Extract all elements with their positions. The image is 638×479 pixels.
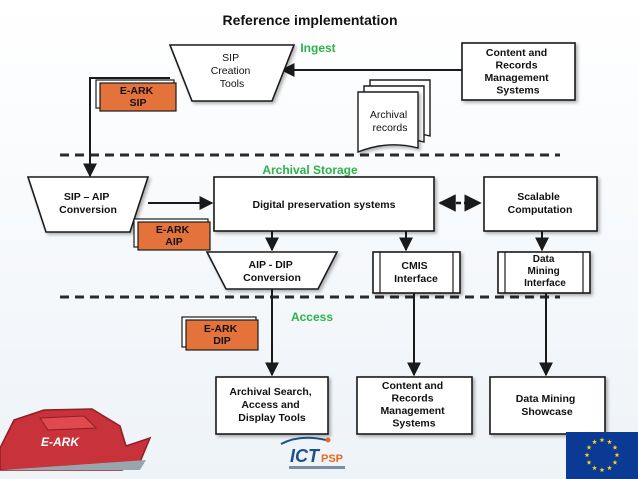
node-archival-search: Archival Search, Access and Display Tool…: [215, 376, 329, 435]
section-label-access: Access: [291, 310, 333, 324]
node-data-mining-interface: Data Mining Interface: [497, 251, 591, 294]
svg-text:Content and Records: Content and Records Management Systems: [484, 47, 551, 97]
node-label-line: Computation: [508, 204, 573, 216]
svg-text:E-ARK DIP: E-ARK DIP: [204, 323, 240, 347]
node-label-line: SIP – AIP: [64, 191, 110, 203]
node-sip-aip-conversion: SIP – AIP Conversion: [26, 176, 150, 233]
node-label-line: Content and: [486, 47, 547, 59]
node-label-line: Showcase: [521, 406, 573, 418]
svg-text:E-ARK SIP: E-ARK SIP: [120, 85, 156, 109]
diagram-title: Reference implementation: [222, 12, 397, 28]
ict-logo-suffix: PSP: [321, 453, 343, 465]
package-eark-aip: E-ARK AIP: [133, 218, 211, 251]
node-label-line: Conversion: [243, 272, 301, 284]
eu-star-icon: [612, 444, 618, 450]
eu-star-icon: [607, 439, 612, 445]
package-eark-dip: E-ARK DIP: [181, 316, 259, 351]
svg-text:Archival records: Archival records: [370, 109, 410, 134]
node-label-line: Interface: [524, 278, 566, 289]
package-eark-sip: E-ARK SIP: [95, 79, 177, 112]
eu-star-icon: [592, 465, 597, 471]
svg-text:Archival Search, Access: Archival Search, Access and Display Tool…: [229, 386, 314, 424]
node-label-line: AIP - DIP: [249, 259, 293, 271]
svg-text:Data Mining Showcase: Data Mining Showcase: [516, 393, 578, 418]
node-label-line: Scalable: [517, 191, 560, 203]
node-label-line: Display Tools: [238, 412, 306, 424]
node-label-line: CMIS: [401, 260, 427, 272]
node-label-line: Archival Search,: [229, 386, 311, 398]
svg-text:SIP Creation Tools: SIP Creation Tools: [211, 52, 254, 90]
eu-star-icon: [599, 467, 605, 473]
node-label-line: Access and: [241, 399, 299, 411]
eu-star-icon: [607, 465, 612, 471]
package-label-line: SIP: [130, 97, 147, 109]
package-label-line: DIP: [213, 335, 231, 347]
node-sip-creation-tools: SIP Creation Tools: [168, 44, 296, 102]
eu-star-icon: [586, 459, 592, 465]
svg-text:Scalable Computation: Scalable Computation: [508, 191, 573, 216]
svg-text:E-ARK AIP: E-ARK AIP: [156, 224, 192, 248]
eu-star-icon: [612, 459, 618, 465]
node-label-line: SIP: [222, 52, 239, 64]
eu-star-icon: [584, 452, 590, 458]
package-label-line: E-ARK: [156, 224, 190, 236]
ict-psp-logo: ICT PSP: [280, 436, 345, 469]
node-label-line: Creation: [211, 65, 251, 77]
node-label-line: records: [372, 122, 407, 134]
eu-flag-icon: [566, 432, 638, 479]
node-scalable-computation: Scalable Computation: [483, 176, 598, 232]
node-data-mining-showcase: Data Mining Showcase: [489, 376, 606, 435]
node-label-line: Records: [496, 60, 538, 72]
node-content-records-top: Content and Records Management Systems: [461, 42, 576, 101]
node-label-line: Management: [484, 72, 549, 84]
node-label-line: Records: [392, 393, 434, 405]
node-label-line: Systems: [392, 418, 435, 430]
node-label-line: Tools: [220, 78, 245, 90]
svg-text:SIP – AIP Conversion: SIP – AIP Conversion: [59, 191, 117, 216]
node-label-line: Content and: [382, 380, 443, 392]
node-archival-records: Archival records: [357, 79, 431, 154]
node-label-line: Data: [533, 254, 555, 265]
eu-star-icon: [614, 452, 620, 458]
eark-logo-text: E-ARK: [41, 435, 80, 449]
node-label-line: Mining: [528, 266, 560, 277]
node-label-line: Digital preservation systems: [253, 199, 396, 211]
node-aip-dip-conversion: AIP - DIP Conversion: [205, 251, 339, 290]
svg-text:Content and Records: Content and Records Management Systems: [380, 380, 447, 430]
eu-star-icon: [592, 439, 597, 445]
node-content-records-bottom: Content and Records Management Systems: [356, 376, 473, 435]
section-label-archival-storage: Archival Storage: [262, 163, 358, 177]
package-label-line: AIP: [165, 236, 183, 248]
package-label-line: E-ARK: [120, 85, 154, 97]
package-label-line: E-ARK: [204, 323, 238, 335]
svg-text:CMIS Interface: CMIS Interface: [394, 260, 438, 285]
section-label-ingest: Ingest: [300, 41, 335, 55]
svg-text:AIP - DIP Conversion: AIP - DIP Conversion: [243, 259, 301, 284]
eu-star-icon: [586, 444, 592, 450]
node-digital-preservation: Digital preservation systems: [213, 176, 435, 232]
node-label-line: Interface: [394, 273, 438, 285]
arrow-sip-tools-to-conversion: [83, 77, 170, 178]
node-cmis-interface: CMIS Interface: [372, 251, 461, 294]
node-label-line: Conversion: [59, 204, 117, 216]
node-label-line: Archival: [370, 109, 407, 121]
ict-logo-text: ICT: [290, 446, 321, 466]
node-label-line: Management: [380, 405, 445, 417]
eark-logo: E-ARK: [0, 408, 152, 471]
svg-text:Data Mining Interf: Data Mining Interface: [524, 254, 566, 289]
eu-star-icon: [599, 437, 605, 443]
node-label-line: Data Mining: [516, 393, 576, 405]
node-label-line: Systems: [496, 85, 539, 97]
